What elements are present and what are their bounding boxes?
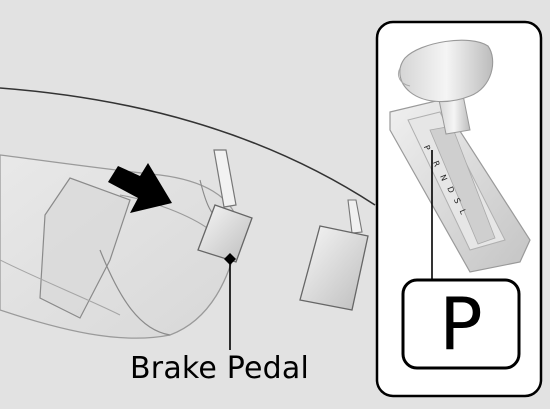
brake-pedal bbox=[197, 204, 253, 263]
foot-drawing bbox=[0, 154, 241, 339]
brake-pedal-arm bbox=[213, 149, 237, 208]
park-indicator-box bbox=[401, 278, 521, 370]
brake-pedal-label: Brake Pedal bbox=[130, 351, 310, 386]
floor-line bbox=[0, 87, 376, 206]
push-arrow-icon bbox=[108, 163, 172, 213]
park-position-label: P bbox=[439, 282, 483, 366]
shift-lever-icon bbox=[389, 39, 531, 273]
accelerator-pedal bbox=[299, 199, 369, 311]
